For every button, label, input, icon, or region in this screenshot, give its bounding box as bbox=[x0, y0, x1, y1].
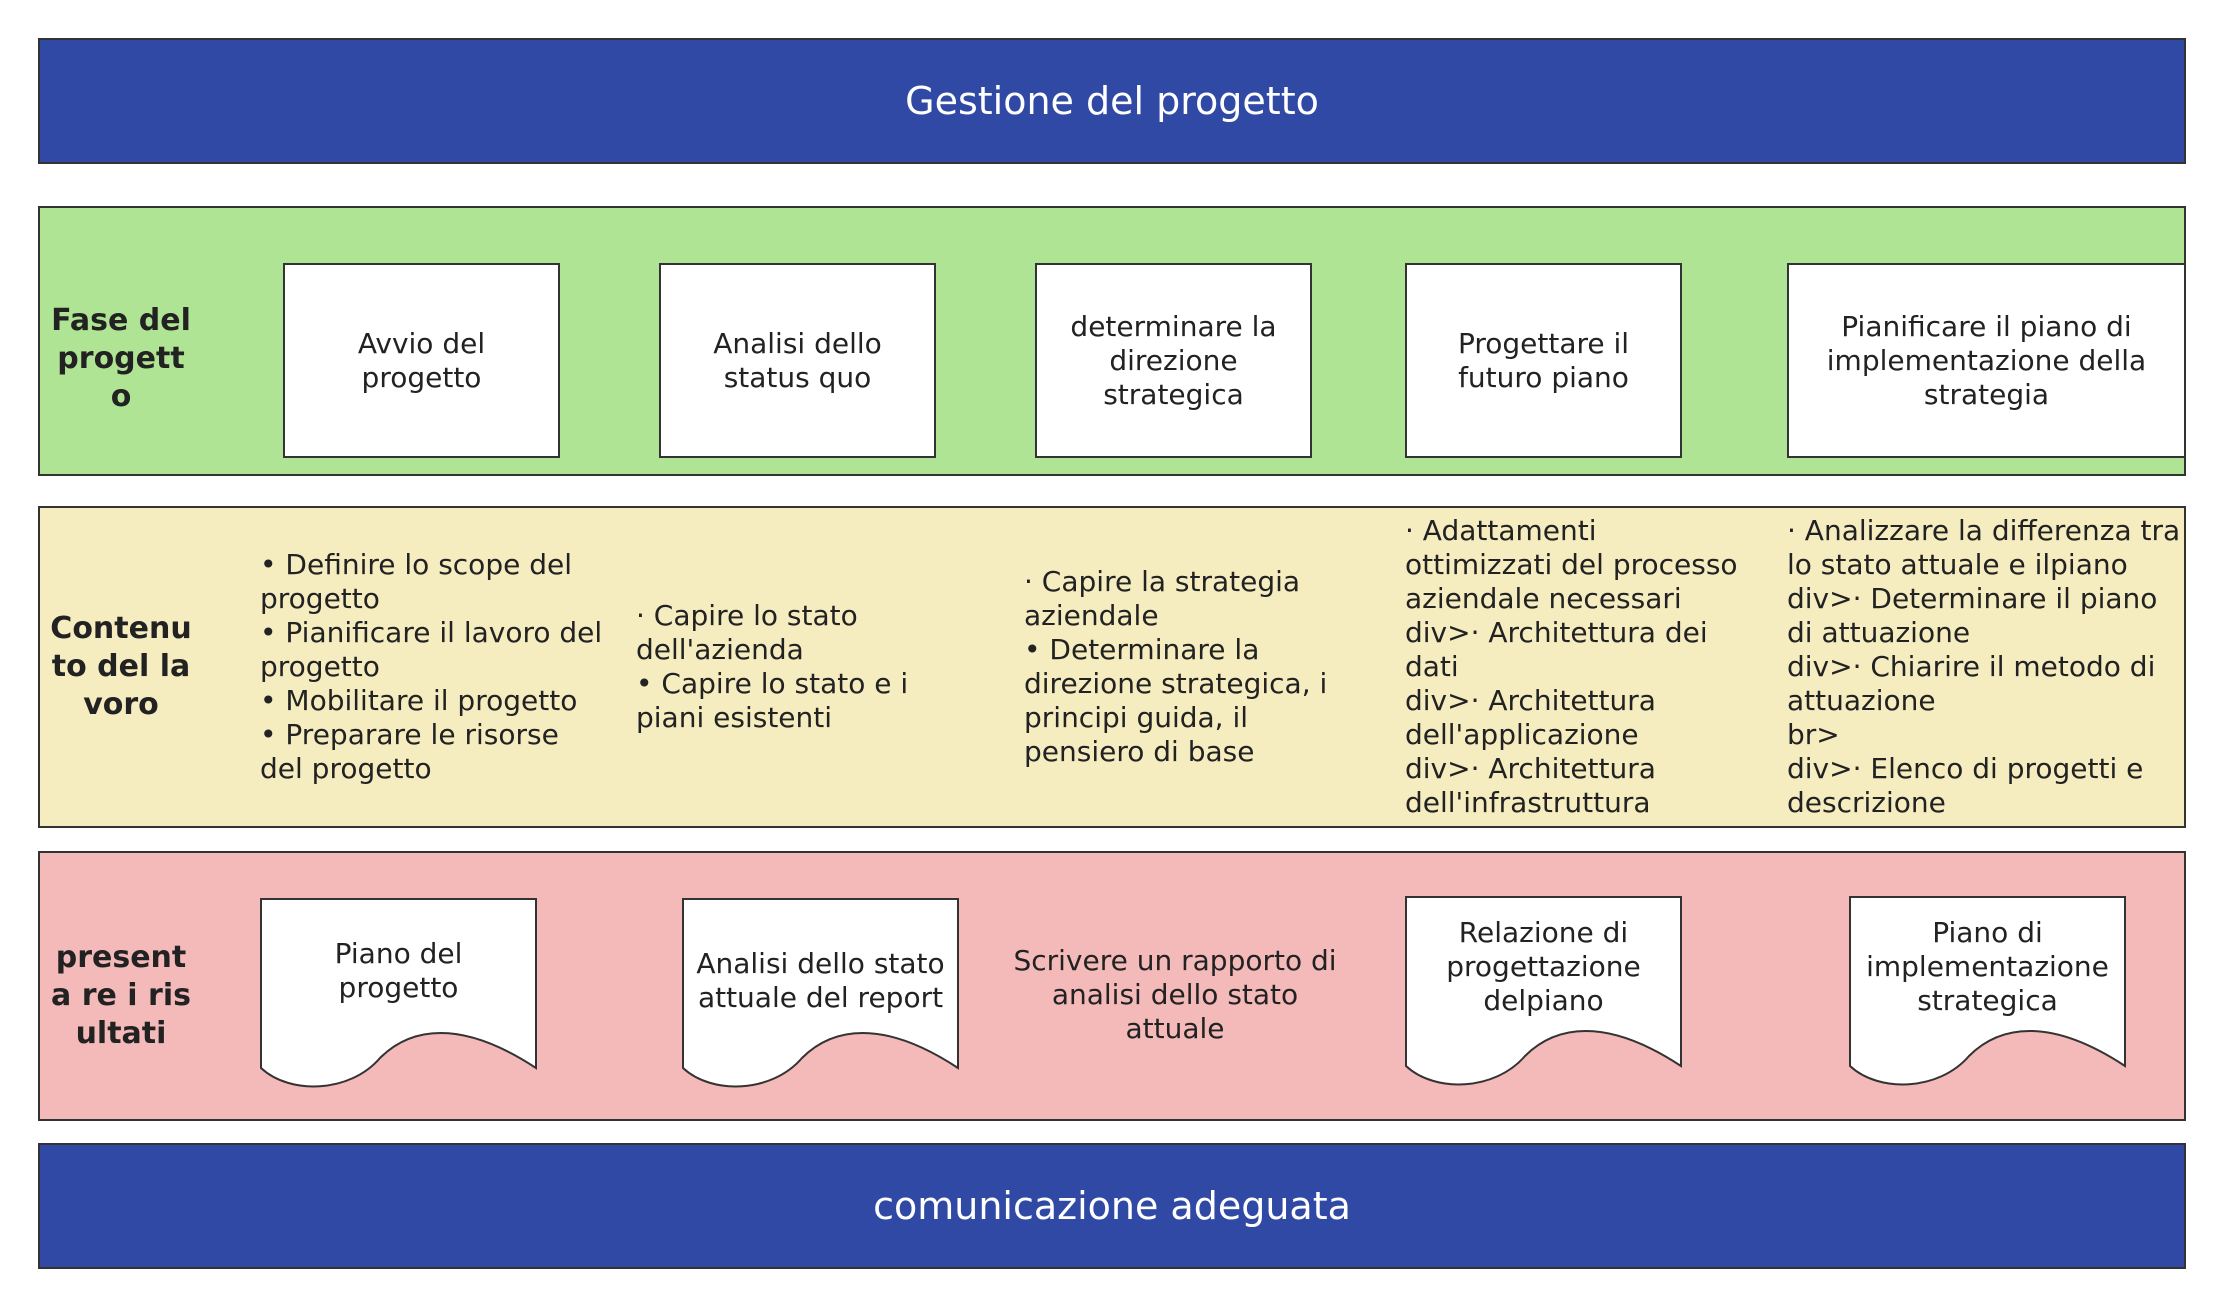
phase-box-avvio: Avvio del progetto bbox=[283, 263, 560, 458]
footer-band: comunicazione adeguata bbox=[38, 1143, 2186, 1269]
phase-box-analisi: Analisi dello status quo bbox=[659, 263, 936, 458]
result-document-relazione: Relazione di progettazione delpiano bbox=[1405, 896, 1682, 1093]
phase-box-progettare: Progettare il futuro piano bbox=[1405, 263, 1682, 458]
result-document-piano-progetto: Piano del progetto bbox=[260, 898, 537, 1095]
results-row-label: presenta re i risultati bbox=[51, 940, 191, 1051]
result-document-analisi-report: Analisi dello stato attuale del report bbox=[682, 898, 959, 1095]
result-document-label: Relazione di progettazione delpiano bbox=[1446, 915, 1641, 1017]
header-title: Gestione del progetto bbox=[905, 79, 1319, 123]
result-text-rapporto: Scrivere un rapporto di analisi dello st… bbox=[1013, 944, 1337, 1045]
work-content-analisi: · Capire lo stato dell'azienda • Capire … bbox=[636, 599, 909, 734]
document-shape-icon bbox=[682, 898, 959, 1088]
result-document-label: Piano del progetto bbox=[334, 936, 463, 1004]
result-document-label: Analisi dello stato attuale del report bbox=[696, 946, 945, 1014]
work-content-progettare: · Adattamenti ottimizzati del processo a… bbox=[1405, 514, 1738, 819]
phase-box-direzione: determinare la direzione strategica bbox=[1035, 263, 1312, 458]
work-content-avvio: • Definire lo scope del progetto • Piani… bbox=[260, 548, 603, 785]
document-shape-icon bbox=[1849, 896, 2126, 1086]
phase-box-pianificare: Pianificare il piano di implementazione … bbox=[1787, 263, 2186, 458]
document-shape-icon bbox=[260, 898, 537, 1088]
phase-row-label: Fase del progett o bbox=[51, 303, 191, 414]
result-document-piano-implementazione: Piano di implementazione strategica bbox=[1849, 896, 2126, 1093]
footer-title: comunicazione adeguata bbox=[873, 1184, 1351, 1228]
work-content-row bbox=[38, 506, 2186, 828]
header-band: Gestione del progetto bbox=[38, 38, 2186, 164]
work-content-row-label: Contenu to del lavoro bbox=[50, 611, 192, 722]
work-content-direzione: · Capire la strategia aziendale • Determ… bbox=[1024, 565, 1328, 768]
document-shape-icon bbox=[1405, 896, 1682, 1086]
work-content-pianificare: · Analizzare la differenza tra lo stato … bbox=[1787, 514, 2181, 819]
result-document-label: Piano di implementazione strategica bbox=[1866, 915, 2109, 1017]
